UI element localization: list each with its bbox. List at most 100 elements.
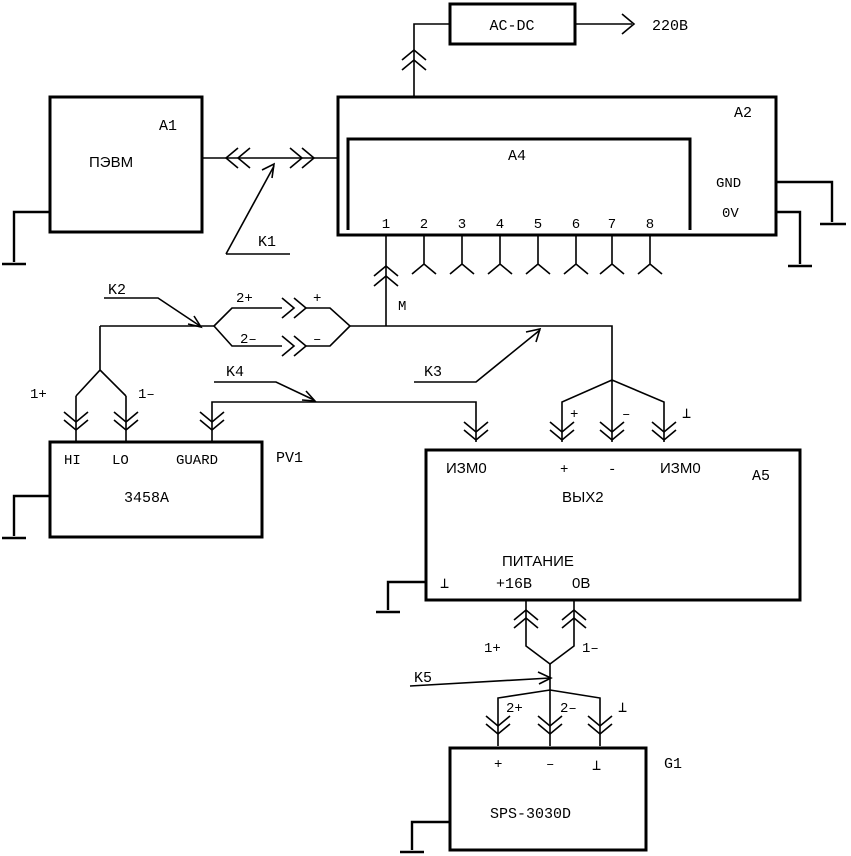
- a2-gnd-label: GND: [716, 176, 741, 192]
- g1-plus-label: +: [494, 757, 502, 773]
- a5-minus-label: -: [608, 462, 616, 478]
- k2-split: [213, 307, 282, 347]
- a5-power-wire: [525, 600, 575, 665]
- k1-right-connector: [289, 147, 316, 169]
- g1-2minus-connector: [537, 715, 563, 736]
- a5-izm-left: ИЗМ0: [446, 460, 487, 477]
- mains-arrow: [621, 13, 636, 35]
- a5-plus-conn-label: +: [570, 407, 578, 423]
- pv1-input-branch: 1+ 1–: [30, 326, 155, 442]
- acdc-connector: [401, 48, 427, 71]
- acdc-block: AC-DC 220В: [401, 2, 688, 97]
- a5-designator: A5: [752, 468, 770, 485]
- a5-plus-label: +: [560, 462, 568, 478]
- a4-box: [346, 137, 692, 230]
- a5-gnd-connector: [651, 421, 677, 442]
- pv1-hi-label: HI: [64, 453, 81, 469]
- pv1-model: 3458A: [124, 490, 169, 507]
- k5-connector: K5 2+ 2– ⊥: [409, 670, 627, 746]
- acdc-label: AC-DC: [489, 18, 534, 35]
- pv1-1minus-label: 1–: [138, 387, 155, 403]
- k4-pointer: [214, 381, 315, 401]
- k3-pointer: [414, 329, 541, 383]
- pv1-1minus-connector: [113, 411, 139, 432]
- k2-label: K2: [108, 282, 126, 299]
- a4-ch4-connector: [487, 235, 513, 275]
- a4-ch5: 5: [534, 217, 542, 233]
- a5-plus-connector: [549, 421, 575, 442]
- a4-ch8: 8: [646, 217, 654, 233]
- k5-pointer: [409, 677, 551, 687]
- a1-name: ПЭВМ: [89, 154, 133, 171]
- k5-label: K5: [414, 670, 432, 687]
- a5-ground-symbol: [376, 580, 426, 614]
- k3-connector: K3: [414, 327, 542, 383]
- pv1-ground-symbol: [2, 494, 50, 540]
- pv1-guard-label: GUARD: [176, 453, 218, 469]
- a4-ch7: 7: [608, 217, 616, 233]
- k1-pointer-head: [261, 162, 276, 179]
- g1-2minus-label: 2–: [560, 701, 577, 717]
- g1-designator: G1: [664, 756, 682, 773]
- g1-gnd-conn-label: ⊥: [618, 700, 627, 717]
- a5-16v-label: +16В: [496, 576, 532, 593]
- g1-minus-label: –: [546, 757, 554, 773]
- k2-pointer: [104, 297, 201, 327]
- a5-1plus-connector: [513, 608, 539, 629]
- a5-power-branch: 1+ 1–: [484, 600, 599, 690]
- pv1-designator: PV1: [276, 450, 303, 467]
- k2-2plus-label: 2+: [236, 291, 253, 307]
- k2-upper-connector: [281, 297, 308, 319]
- a5-1minus-connector: [561, 608, 587, 629]
- k4-guard-wire: [211, 401, 477, 442]
- mains-label: 220В: [652, 18, 688, 35]
- a4-ch6-connector: [563, 235, 589, 275]
- pv1-1plus-connector: [63, 411, 89, 432]
- k1-label: K1: [258, 234, 276, 251]
- a4-ch3-connector: [449, 235, 475, 275]
- a5-input-branch: + – ⊥: [549, 379, 691, 442]
- k3-pointer-head: [525, 327, 542, 343]
- pv1-lo-label: LO: [112, 453, 129, 469]
- k4-a5-connector: [463, 421, 489, 442]
- a2-designator: A2: [734, 105, 752, 122]
- g1-gnd-connector: [587, 715, 613, 736]
- a5-gnd-conn-label: ⊥: [682, 406, 691, 423]
- pv1-box: [48, 440, 264, 539]
- g1-ground-symbol: [400, 820, 450, 854]
- a5-block: ИЗМ0 + - ИЗМ0 A5 ВЫХ2 ПИТАНИЕ ⊥ +16В 0В: [376, 448, 802, 614]
- m-connector: M: [350, 235, 613, 380]
- k1-left-connector: [224, 147, 251, 169]
- a1-box: [48, 95, 204, 234]
- k2-connector: 2+ 2– + – K2: [100, 282, 352, 357]
- k2-2minus-label: 2–: [240, 332, 257, 348]
- a4-ch5-connector: [525, 235, 551, 275]
- a5-minus-connector: [599, 421, 625, 442]
- k4-guard-connector: [199, 411, 225, 432]
- k2-pointer-head: [187, 315, 203, 329]
- g1-2plus-label: 2+: [506, 701, 523, 717]
- a5-box: [424, 448, 802, 602]
- a5-out-label: ВЫХ2: [562, 489, 604, 506]
- g1-box: [448, 746, 648, 852]
- a1-block: A1 ПЭВМ: [2, 95, 204, 266]
- g1-branch-wire: [497, 689, 601, 746]
- g1-2plus-connector: [485, 715, 511, 736]
- k2-merge: [306, 307, 352, 347]
- a1-ground-symbol: [2, 210, 50, 266]
- a2-gnd-ground: [776, 180, 846, 226]
- a4-ch1: 1: [382, 217, 390, 233]
- a2-block: A2 A4 GND 0V 1 2 3 4 5 6 7 8: [336, 95, 846, 275]
- a5-izm-right: ИЗМ0: [660, 460, 701, 477]
- g1-block: + – ⊥ G1 SPS-3030D: [400, 746, 682, 854]
- k4-pointer-head: [301, 390, 317, 402]
- a5-0v-label: 0В: [572, 575, 590, 592]
- a4-ch2: 2: [420, 217, 428, 233]
- a4-ch7-connector: [599, 235, 625, 275]
- k2-plus-label: +: [313, 291, 321, 307]
- k1-pointer: [225, 165, 275, 255]
- m-label: M: [398, 299, 406, 315]
- k4-label: K4: [226, 364, 244, 381]
- k3-label: K3: [424, 364, 442, 381]
